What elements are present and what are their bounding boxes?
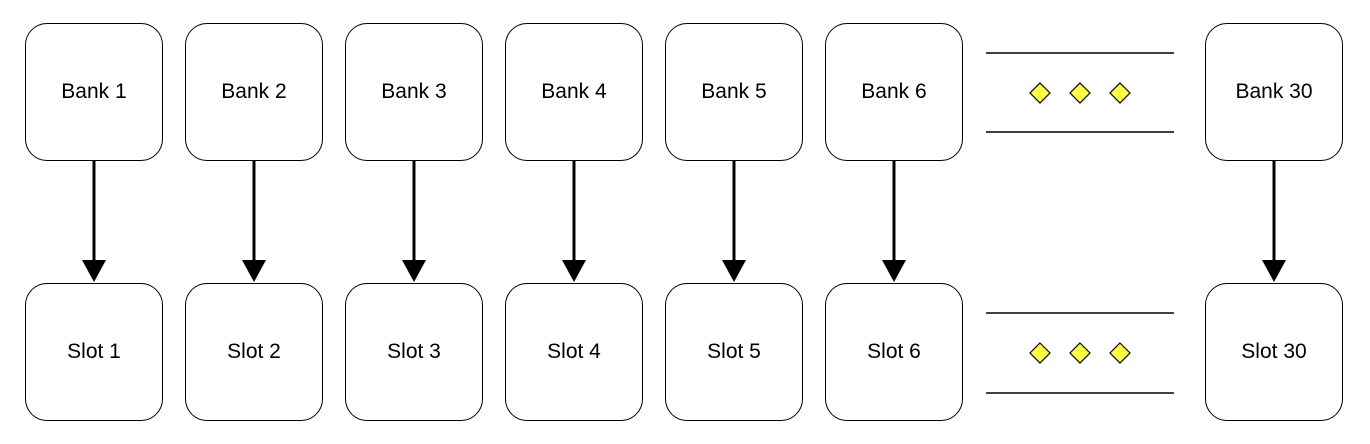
bank-node-3: Bank 3 bbox=[345, 23, 483, 161]
ellipsis-band-bottom bbox=[986, 312, 1174, 394]
slot-node-30: Slot 30 bbox=[1205, 283, 1343, 421]
arrow-bank-5-to-slot-5 bbox=[722, 161, 746, 282]
bank-node-4: Bank 4 bbox=[505, 23, 643, 161]
slot-node-2: Slot 2 bbox=[185, 283, 323, 421]
bank-node-6: Bank 6 bbox=[825, 23, 963, 161]
diamond-icon bbox=[1029, 82, 1051, 104]
arrow-bank-1-to-slot-1 bbox=[82, 161, 106, 282]
diamond-icon bbox=[1109, 82, 1131, 104]
arrow-bank-30-to-slot-30 bbox=[1262, 161, 1286, 282]
slot-node-1: Slot 1 bbox=[25, 283, 163, 421]
bank-node-2: Bank 2 bbox=[185, 23, 323, 161]
bank-node-30: Bank 30 bbox=[1205, 23, 1343, 161]
slot-node-6: Slot 6 bbox=[825, 283, 963, 421]
diamond-icon bbox=[1029, 342, 1051, 364]
slot-node-3: Slot 3 bbox=[345, 283, 483, 421]
arrow-bank-4-to-slot-4 bbox=[562, 161, 586, 282]
diamond-icon bbox=[1069, 342, 1091, 364]
ellipsis-band-top bbox=[986, 52, 1174, 133]
arrow-bank-6-to-slot-6 bbox=[882, 161, 906, 282]
slot-node-5: Slot 5 bbox=[665, 283, 803, 421]
slot-node-4: Slot 4 bbox=[505, 283, 643, 421]
arrow-bank-3-to-slot-3 bbox=[402, 161, 426, 282]
arrow-bank-2-to-slot-2 bbox=[242, 161, 266, 282]
bank-node-5: Bank 5 bbox=[665, 23, 803, 161]
diamond-icon bbox=[1109, 342, 1131, 364]
bank-node-1: Bank 1 bbox=[25, 23, 163, 161]
diamond-icon bbox=[1069, 82, 1091, 104]
